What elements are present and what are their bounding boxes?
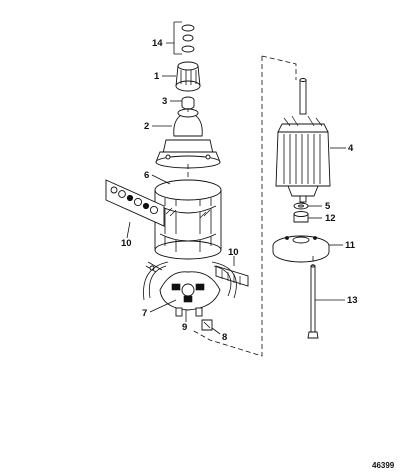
callout-10-left: 10 xyxy=(121,238,132,249)
terminal-insulator xyxy=(215,265,249,287)
callout-8: 8 xyxy=(222,332,227,343)
callout-2: 2 xyxy=(144,121,149,132)
callout-10-right: 10 xyxy=(228,247,239,258)
callout-4: 4 xyxy=(348,143,354,154)
field-terminal-hardware xyxy=(145,261,163,273)
callout-6: 6 xyxy=(144,170,149,181)
callout-11: 11 xyxy=(345,240,356,251)
drive-pinion-assembly xyxy=(175,24,201,110)
callout-leaders xyxy=(126,21,346,335)
callout-9: 9 xyxy=(182,322,187,333)
callout-labels: 14 1 3 2 4 6 5 12 10 11 10 13 7 9 8 xyxy=(121,38,358,343)
through-bolt xyxy=(307,264,319,339)
field-frame-assembly xyxy=(154,179,222,260)
figure-number: 46399 xyxy=(372,461,395,470)
callout-12: 12 xyxy=(325,213,336,224)
callout-5: 5 xyxy=(325,201,331,212)
drive-end-housing xyxy=(155,108,221,169)
callout-1: 1 xyxy=(154,71,160,82)
assembly-alignment-lines xyxy=(187,55,314,357)
callout-3: 3 xyxy=(162,96,167,107)
callout-7: 7 xyxy=(142,308,147,319)
callout-14: 14 xyxy=(152,38,163,49)
armature xyxy=(275,78,331,203)
spacer-washer xyxy=(293,211,309,223)
commutator-end-cap xyxy=(272,235,330,263)
thrust-washer xyxy=(293,202,309,210)
terminal-hardware-kit xyxy=(105,179,165,227)
callout-13: 13 xyxy=(347,295,358,306)
